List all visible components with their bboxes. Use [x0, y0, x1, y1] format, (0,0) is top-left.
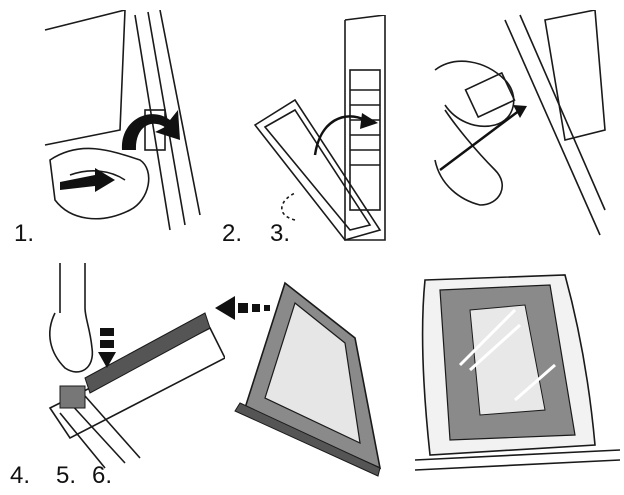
step-number-1: 1.: [14, 220, 35, 247]
illustration-step-1: [40, 10, 210, 240]
step-number-3: 3.: [270, 220, 291, 247]
hand-push-illustration: [434, 10, 606, 236]
hinge-lever-illustration: [44, 10, 201, 231]
clip-removal-illustration: [48, 263, 225, 469]
push-arrow-icon: [439, 109, 521, 171]
illustration-glass-removal: [210, 278, 400, 478]
straight-arrow-icon: [60, 168, 115, 192]
door-open-illustration: [253, 15, 386, 241]
illustration-glass-pane: [415, 270, 620, 480]
step-number-6: 6.: [92, 462, 113, 489]
illustration-step-4-6: [30, 258, 225, 473]
glass-pane-illustration: [415, 274, 620, 471]
illustration-step-2-3: [250, 15, 395, 245]
step-number-2: 2.: [222, 220, 243, 247]
curved-arrow-icon: [313, 115, 366, 156]
arrowhead-icon: [360, 113, 378, 129]
step-number-4: 4.: [10, 462, 31, 489]
down-arrow-icon: [98, 328, 116, 368]
curved-arrow-icon: [121, 110, 180, 150]
left-arrow-icon: [215, 296, 270, 320]
glass-removal-illustration: [215, 281, 382, 477]
illustration-step-hand-push: [425, 10, 610, 240]
step-number-5: 5.: [56, 462, 77, 489]
